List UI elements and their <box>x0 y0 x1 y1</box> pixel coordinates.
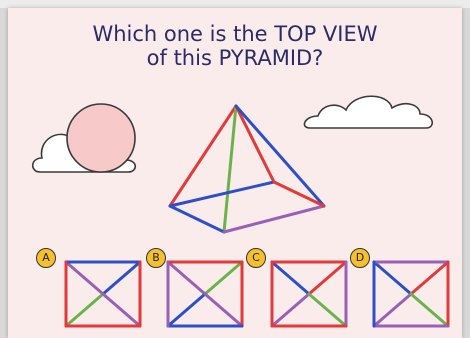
diagonal-lower-left <box>372 292 413 328</box>
diagonal-upper-right <box>307 260 348 296</box>
option-d-square[interactable] <box>372 260 450 328</box>
pyramid-figure <box>168 104 326 234</box>
diagonal-upper-right <box>203 260 244 296</box>
diagonal-upper-right <box>409 260 450 296</box>
diagonal-lower-right <box>409 292 450 328</box>
option-c-badge[interactable]: C <box>246 248 266 268</box>
sun-icon <box>66 103 136 173</box>
diagonal-lower-left <box>166 292 207 328</box>
question-title: Which one is the TOP VIEW of this PYRAMI… <box>0 22 470 70</box>
question-line-1: Which one is the TOP VIEW <box>92 22 378 46</box>
option-c-square[interactable] <box>270 260 348 328</box>
diagonal-upper-left <box>372 260 413 296</box>
option-b-badge[interactable]: B <box>146 248 166 268</box>
question-line-2: of this PYRAMID? <box>146 46 324 70</box>
top-border <box>0 0 470 8</box>
diagonal-upper-left <box>166 260 207 296</box>
cloud-right-icon <box>303 95 433 129</box>
option-a-square[interactable] <box>64 260 142 328</box>
diagonal-upper-left <box>64 260 105 296</box>
diagonal-upper-left <box>270 260 311 296</box>
option-a-badge[interactable]: A <box>36 248 56 268</box>
option-d-badge[interactable]: D <box>350 248 370 268</box>
diagonal-lower-right <box>307 292 348 328</box>
diagonal-upper-right <box>101 260 142 296</box>
diagonal-lower-right <box>203 292 244 328</box>
diagonal-lower-left <box>270 292 311 328</box>
diagonal-lower-right <box>101 292 142 328</box>
puzzle-card <box>8 8 462 338</box>
option-b-square[interactable] <box>166 260 244 328</box>
diagonal-lower-left <box>64 292 105 328</box>
